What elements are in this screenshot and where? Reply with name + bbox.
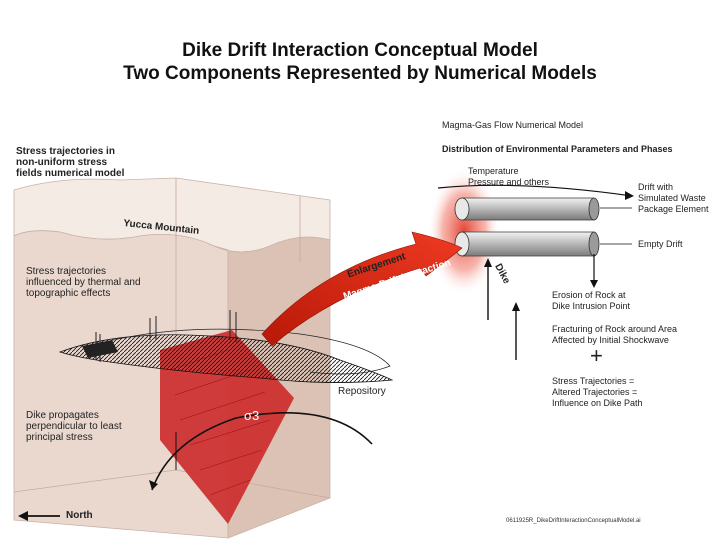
label-line: Influence on Dike Path — [552, 398, 643, 408]
temperature-arrow — [437, 184, 633, 197]
label-line: non-uniform stress — [16, 157, 108, 168]
label-line: influenced by thermal and — [26, 277, 141, 288]
label-filename: 0611925R_DikeDriftInteractionConceptualM… — [506, 518, 641, 524]
repository-drifts — [58, 334, 394, 383]
label-line: Stress trajectories in — [16, 146, 115, 157]
label-empty-drift: Empty Drift — [638, 239, 683, 249]
stress-trajectory-curve — [151, 411, 373, 491]
label-north: North — [66, 510, 93, 521]
label-stress-nonuniform: Stress trajectories in non-uniform stres… — [16, 146, 124, 179]
label-line: principal stress — [26, 432, 93, 443]
label-line: Package Element — [638, 204, 709, 214]
label-line: Temperature — [468, 166, 519, 176]
label-line: Fracturing of Rock around Area — [552, 324, 678, 334]
label-erosion: Erosion of Rock at Dike Intrusion Point — [552, 290, 630, 312]
block-front-face — [13, 230, 229, 539]
drift-with-waste — [454, 197, 600, 221]
label-line: fields numerical model — [16, 168, 125, 179]
label-line: perpendicular to least — [26, 421, 122, 432]
block-hidden-edges — [13, 178, 331, 499]
temperature-arrowhead — [625, 191, 634, 200]
label-line: Stress trajectories — [26, 266, 107, 277]
label-magma-gas-model: Magma-Gas Flow Numerical Model — [442, 120, 584, 130]
title-line-1: Dike Drift Interaction Conceptual Model — [182, 40, 538, 61]
label-stress-altered: Stress Trajectories = Altered Trajectori… — [552, 376, 643, 409]
label-stress-thermal: Stress trajectories influenced by therma… — [26, 266, 141, 299]
dike-plane — [160, 330, 294, 524]
enlargement-arrow — [261, 231, 463, 347]
stress-trajectory-arrowhead — [149, 480, 158, 490]
north-arrowhead — [18, 511, 28, 521]
label-drift-with-waste: Drift with Simulated Waste Package Eleme… — [638, 182, 709, 215]
label-distribution: Distribution of Environmental Parameters… — [442, 144, 673, 154]
label-line: Affected by Initial Shockwave — [552, 335, 669, 345]
empty-drift — [454, 231, 600, 257]
label-line: Altered Trajectories = — [552, 387, 638, 397]
repository-outline — [89, 328, 391, 375]
fracture-up-arrowhead — [512, 302, 520, 311]
label-line: Drift with — [638, 182, 674, 192]
erosion-arrowhead — [590, 280, 598, 288]
dike-up-arrowhead — [484, 258, 492, 267]
label-plus: + — [590, 343, 603, 368]
label-line: Dike propagates — [26, 410, 99, 421]
label-line: Dike Intrusion Point — [552, 301, 631, 311]
title-line-2: Two Components Represented by Numerical … — [123, 63, 597, 84]
label-temperature: Temperature Pressure and others — [468, 166, 549, 188]
stress-lines-small — [95, 310, 237, 362]
label-fracturing: Fracturing of Rock around Area Affected … — [552, 324, 677, 346]
label-line: topographic effects — [26, 288, 111, 299]
label-line: Pressure and others — [468, 177, 550, 187]
label-dike-propagates: Dike propagates perpendicular to least p… — [26, 410, 122, 443]
label-line: Stress Trajectories = — [552, 376, 635, 386]
label-line: Erosion of Rock at — [552, 290, 626, 300]
label-repository: Repository — [338, 386, 386, 397]
label-line: Simulated Waste — [638, 193, 706, 203]
label-sigma3: σ3 — [244, 408, 260, 423]
